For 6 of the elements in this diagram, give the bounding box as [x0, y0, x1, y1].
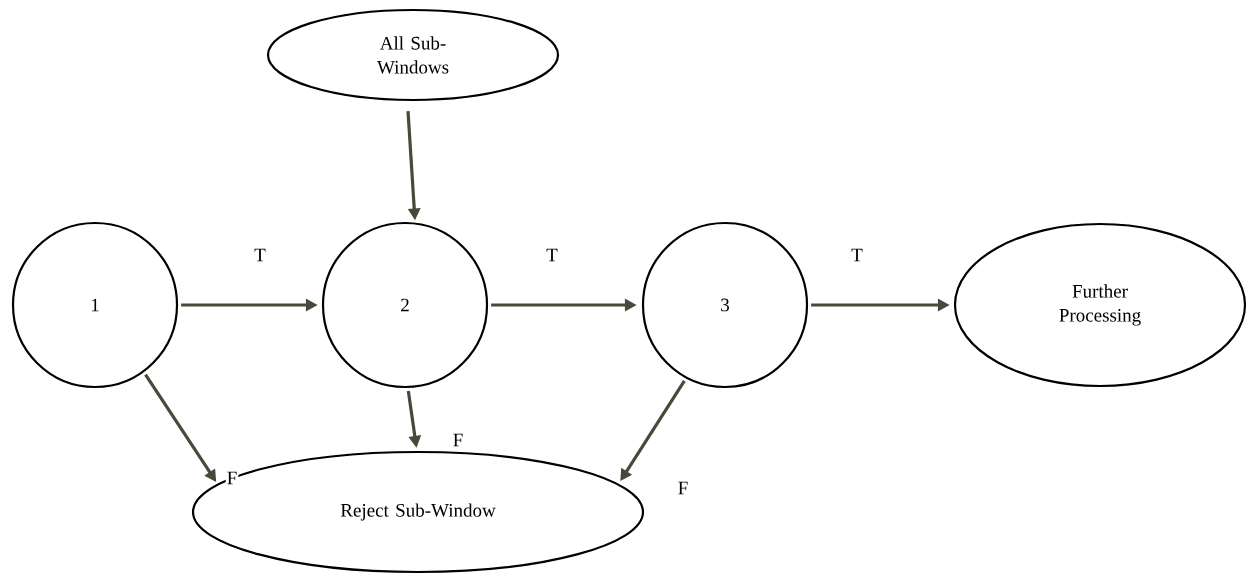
edge-label: T	[850, 247, 864, 263]
edge-label: T	[545, 247, 559, 263]
edge-label: F	[451, 432, 465, 448]
edge-label: F	[676, 480, 690, 496]
edge-label: F	[225, 470, 239, 486]
edge-label: T	[253, 247, 267, 263]
